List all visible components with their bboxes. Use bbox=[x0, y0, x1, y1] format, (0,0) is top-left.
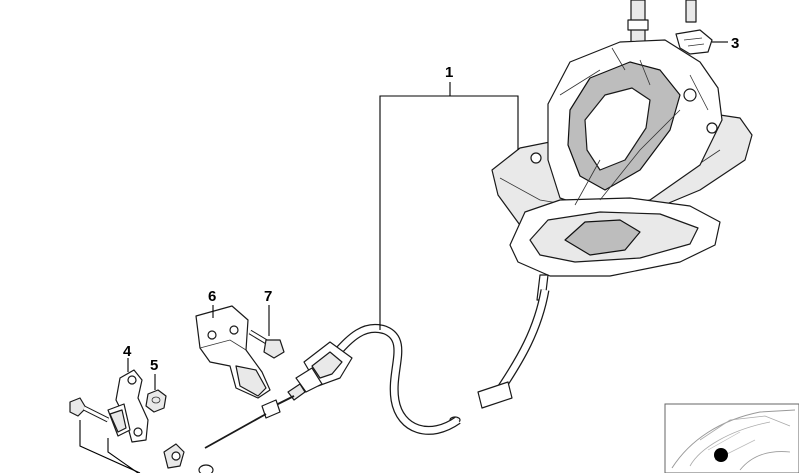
selector-lever-icon bbox=[107, 369, 149, 443]
bolt-icon bbox=[248, 329, 285, 359]
callout-1: 1 bbox=[445, 64, 453, 81]
shift-cable-icon bbox=[204, 289, 550, 449]
callout-3: 3 bbox=[731, 35, 739, 52]
car-outline-icon bbox=[671, 409, 796, 471]
callout-6: 6 bbox=[208, 288, 216, 305]
bolt-lower-left-icon bbox=[69, 397, 110, 423]
mounting-bracket-icon bbox=[195, 305, 271, 399]
ball-joint-icon bbox=[163, 443, 214, 473]
callout-lines bbox=[79, 41, 728, 473]
callout-7: 7 bbox=[264, 288, 272, 305]
callout-5: 5 bbox=[150, 357, 158, 374]
gear-selector-housing-icon bbox=[491, 0, 753, 301]
location-marker-icon bbox=[714, 448, 728, 462]
vehicle-locator-thumbnail bbox=[664, 403, 799, 473]
callout-4: 4 bbox=[123, 343, 132, 360]
nut-icon bbox=[145, 389, 167, 413]
retaining-clip-icon bbox=[675, 0, 713, 55]
